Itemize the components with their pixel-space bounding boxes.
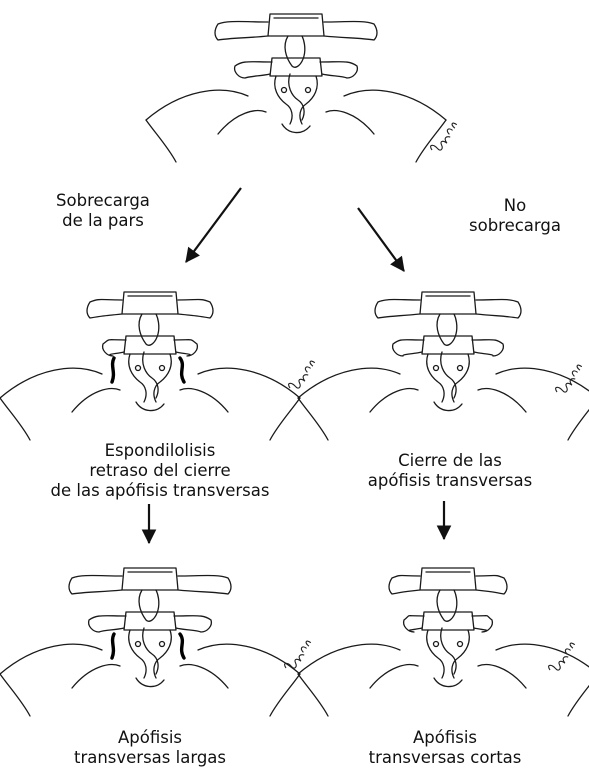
spine-figure-bottom-right bbox=[298, 568, 589, 716]
label-short-processes-line2: transversas cortas bbox=[320, 748, 570, 768]
label-long-processes: Apófisis transversas largas bbox=[30, 728, 270, 768]
label-overload: Sobrecarga de la pars bbox=[28, 191, 178, 231]
label-overload-line1: Sobrecarga bbox=[28, 191, 178, 211]
arrow-to-long-processes bbox=[143, 504, 156, 543]
label-no-overload: No sobrecarga bbox=[450, 196, 580, 236]
spine-figure-top bbox=[146, 14, 446, 162]
arrow-to-no-overload bbox=[358, 208, 404, 271]
label-overload-line2: de la pars bbox=[28, 211, 178, 231]
signature-bottom-right bbox=[547, 638, 574, 674]
arrow-to-overload bbox=[186, 188, 241, 262]
spine-figure-mid-left bbox=[0, 292, 300, 440]
label-long-processes-line2: transversas largas bbox=[30, 748, 270, 768]
label-closure-line1: Cierre de las bbox=[325, 451, 575, 471]
label-closure: Cierre de las apófisis transversas bbox=[325, 451, 575, 491]
label-spondylolysis: Espondilolisis retraso del cierre de las… bbox=[20, 441, 300, 501]
label-spondylolysis-line3: de las apófisis transversas bbox=[20, 481, 300, 501]
label-closure-line2: apófisis transversas bbox=[325, 471, 575, 491]
label-no-overload-line2: sobrecarga bbox=[450, 216, 580, 236]
spine-figure-mid-right bbox=[298, 292, 589, 440]
label-spondylolysis-line1: Espondilolisis bbox=[20, 441, 300, 461]
label-long-processes-line1: Apófisis bbox=[30, 728, 270, 748]
signature-mid-left bbox=[287, 356, 314, 392]
label-short-processes-line1: Apófisis bbox=[320, 728, 570, 748]
label-spondylolysis-line2: retraso del cierre bbox=[20, 461, 300, 481]
spine-figure-bottom-left bbox=[0, 568, 300, 716]
arrow-to-short-processes bbox=[438, 501, 451, 539]
label-short-processes: Apófisis transversas cortas bbox=[320, 728, 570, 768]
label-no-overload-line1: No bbox=[450, 196, 580, 216]
